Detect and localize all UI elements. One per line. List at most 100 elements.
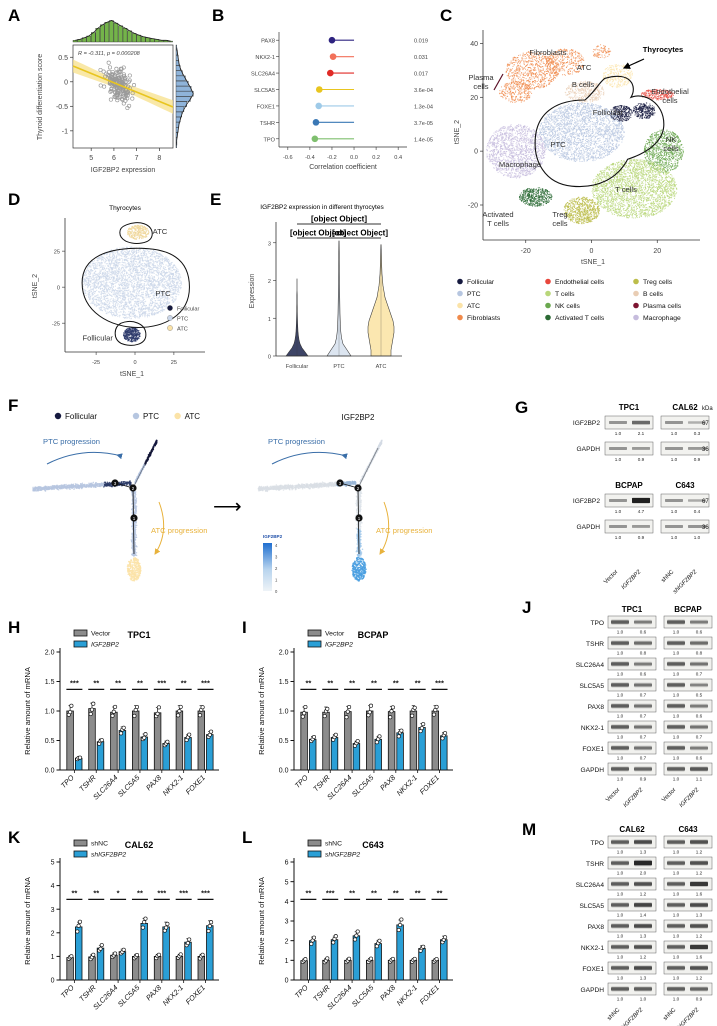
svg-text:3.7e-05: 3.7e-05 bbox=[414, 121, 433, 127]
panel-a-ylabel: Thyroid differentiation score bbox=[37, 54, 44, 140]
panel-e: IGF2BP2 expression in different thyrocyt… bbox=[222, 196, 422, 386]
svg-text:5: 5 bbox=[89, 155, 93, 162]
panel-j: TPC1BCPAPkDaTPO1.00.61.00.6101TSHR1.00.8… bbox=[548, 598, 717, 809]
marginal-histogram-top bbox=[72, 20, 173, 43]
svg-text:PAX8: PAX8 bbox=[261, 39, 275, 45]
panel-m-blots: CAL62C643kDaTPO1.01.31.01.2101TSHR1.02.0… bbox=[576, 825, 713, 1026]
panel-j-content: TPC1BCPAPkDaTPO1.00.61.00.6101TSHR1.00.8… bbox=[576, 605, 713, 809]
svg-text:TPO: TPO bbox=[264, 137, 276, 143]
panel-d-title: Thyrocytes bbox=[109, 205, 142, 212]
svg-text:6: 6 bbox=[112, 155, 116, 162]
panel-label-f: F bbox=[8, 396, 18, 416]
svg-text:0.019: 0.019 bbox=[414, 39, 428, 45]
panel-h-title: TPC1 bbox=[127, 630, 150, 640]
ptc-outline bbox=[81, 247, 190, 329]
panel-d-xlabel: tSNE_1 bbox=[120, 371, 144, 378]
svg-text:0.031: 0.031 bbox=[414, 55, 428, 61]
panel-e-title: IGF2BP2 expression in different thyrocyt… bbox=[260, 204, 384, 211]
svg-text:SLC26A4: SLC26A4 bbox=[251, 72, 275, 78]
panel-k-title: CAL62 bbox=[125, 840, 154, 850]
svg-text:0: 0 bbox=[64, 79, 68, 86]
panel-label-d: D bbox=[8, 190, 20, 210]
panel-label-l: L bbox=[242, 828, 252, 848]
svg-text:-0.2: -0.2 bbox=[327, 155, 337, 161]
panel-c-ylabel: tSNE_2 bbox=[454, 120, 461, 144]
panel-label-h: H bbox=[8, 618, 20, 638]
panel-b-xlabel: Correlation coefficient bbox=[309, 164, 377, 171]
panel-m: CAL62C643kDaTPO1.01.31.01.2101TSHR1.02.0… bbox=[548, 818, 717, 1026]
panel-label-k: K bbox=[8, 828, 20, 848]
svg-text:-0.6: -0.6 bbox=[283, 155, 293, 161]
panel-label-e: E bbox=[210, 190, 221, 210]
svg-text:1.4e-05: 1.4e-05 bbox=[414, 137, 433, 143]
thyrocyte-outline bbox=[534, 75, 665, 188]
svg-text:0.017: 0.017 bbox=[414, 72, 428, 78]
panel-label-b: B bbox=[212, 6, 224, 26]
svg-text:SLC5A5: SLC5A5 bbox=[254, 88, 275, 94]
atc-outline bbox=[119, 222, 153, 244]
scatter-points bbox=[98, 60, 137, 111]
marginal-histogram-right bbox=[175, 44, 194, 148]
svg-text:0.0: 0.0 bbox=[350, 155, 358, 161]
svg-text:NKX2-1: NKX2-1 bbox=[255, 55, 275, 61]
panel-label-c: C bbox=[440, 6, 452, 26]
violin-shapes bbox=[285, 240, 395, 357]
arrow-right-icon: ⟶ bbox=[213, 496, 242, 518]
panel-label-a: A bbox=[8, 6, 20, 26]
panel-m-content: CAL62C643kDaTPO1.01.31.01.2101TSHR1.02.0… bbox=[576, 825, 713, 1026]
svg-text:7: 7 bbox=[135, 155, 139, 162]
regression-line bbox=[72, 65, 174, 108]
plasma-cells-pointer bbox=[493, 73, 504, 91]
svg-text:-1: -1 bbox=[62, 128, 68, 135]
panel-c-xlabel: tSNE_1 bbox=[581, 259, 605, 266]
svg-text:-0.4: -0.4 bbox=[305, 155, 315, 161]
svg-text:0.5: 0.5 bbox=[58, 55, 68, 62]
tsne-cell-points bbox=[485, 44, 685, 225]
svg-text:1.3e-04: 1.3e-04 bbox=[414, 104, 433, 110]
panel-e-significance: [object Object][object Object][object Ob… bbox=[290, 215, 388, 239]
svg-text:0.4: 0.4 bbox=[394, 155, 402, 161]
follicular-outline bbox=[114, 321, 147, 346]
panel-d-ylabel: tSNE_2 bbox=[32, 274, 39, 298]
panel-a-xlabel: IGF2BP2 expression bbox=[91, 167, 156, 174]
panel-j-blots: TPC1BCPAPkDaTPO1.00.61.00.6101TSHR1.00.8… bbox=[576, 605, 713, 809]
thyrocytes-arrow bbox=[622, 58, 645, 69]
svg-text:FOXE1: FOXE1 bbox=[257, 104, 275, 110]
